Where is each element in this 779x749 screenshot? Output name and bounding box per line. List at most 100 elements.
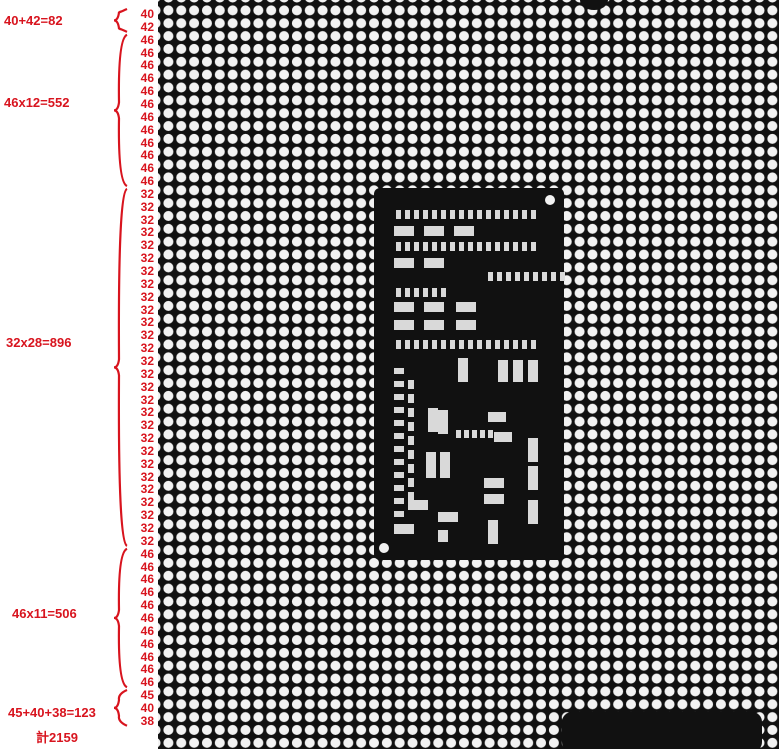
bracket-3 [113,547,128,689]
row-label: 40 [140,7,154,21]
capacitor [408,394,414,403]
row-label: 32 [140,508,154,523]
group-label-3: 46x11=506 [12,606,77,621]
smd-component [454,226,474,236]
row-label: 46 [140,598,154,613]
capacitor [394,485,404,491]
corner-marking [562,712,762,749]
capacitor [423,210,428,219]
capacitor [394,433,404,439]
smd-component [438,512,458,522]
row-label: 32 [140,289,154,304]
capacitor [495,340,500,349]
capacitor [504,210,509,219]
capacitor [396,242,401,251]
capacitor [396,340,401,349]
smd-component [424,258,444,268]
capacitor [408,464,414,473]
capacitor [414,288,419,297]
capacitor [408,408,414,417]
row-label: 46 [140,161,154,176]
capacitor [504,242,509,251]
row-label: 32 [140,212,154,227]
capacitor [405,340,410,349]
capacitor [486,210,491,219]
fiducial-mark [545,195,555,205]
smd-component [424,320,444,330]
row-label: 32 [140,392,154,407]
capacitor [423,288,428,297]
capacitor [477,210,482,219]
capacitor [456,430,461,438]
capacitor [488,430,493,438]
row-label: 46 [140,135,154,150]
row-label: 32 [140,443,154,458]
row-label: 32 [140,199,154,214]
row-label: 32 [140,276,154,291]
capacitor [522,340,527,349]
smd-component [456,302,476,312]
smd-component [394,226,414,236]
group-label-0: 40+42=82 [4,13,63,28]
smd-component [528,500,538,524]
capacitor [477,340,482,349]
capacitor [515,272,520,281]
capacitor [468,242,473,251]
row-label: 32 [140,469,154,484]
smd-component [438,410,448,434]
capacitor [396,288,401,297]
row-label: 32 [140,353,154,368]
row-label: 46 [140,122,154,137]
capacitor [486,242,491,251]
capacitor [394,420,404,426]
capacitor [394,446,404,452]
capacitor [394,381,404,387]
capacitor [497,272,502,281]
capacitor [522,242,527,251]
row-label: 46 [140,559,154,574]
row-label: 46 [140,572,154,587]
row-label: 46 [140,662,154,677]
row-label: 32 [140,456,154,471]
capacitor [513,210,518,219]
annotation-panel [113,7,128,727]
capacitor [432,340,437,349]
capacitor [522,210,527,219]
capacitor [394,511,404,517]
capacitor [488,272,493,281]
capacitor [394,472,404,478]
capacitor [450,242,455,251]
row-label: 32 [140,186,154,201]
row-label: 46 [140,148,154,163]
smd-component [484,494,504,504]
row-label: 46 [140,84,154,99]
capacitor [560,272,565,281]
alignment-notch [580,0,608,10]
capacitor [486,340,491,349]
row-label: 46 [140,174,154,189]
row-label: 46 [140,71,154,86]
row-label: 32 [140,341,154,356]
smd-component [424,226,444,236]
row-label: 46 [140,610,154,625]
smd-component [494,432,512,442]
capacitor [495,242,500,251]
smd-component [488,412,506,422]
smd-component [394,258,414,268]
capacitor [504,340,509,349]
capacitor [531,340,536,349]
row-label: 32 [140,302,154,317]
capacitor [480,430,485,438]
row-label: 32 [140,328,154,343]
row-label: 32 [140,379,154,394]
capacitor [531,242,536,251]
capacitor [432,242,437,251]
bracket-0 [113,7,128,33]
capacitor [394,459,404,465]
row-label: 46 [140,636,154,651]
capacitor [441,288,446,297]
row-label: 46 [140,58,154,73]
row-label: 32 [140,431,154,446]
total-label: 計2159 [36,730,78,745]
row-label: 46 [140,32,154,47]
